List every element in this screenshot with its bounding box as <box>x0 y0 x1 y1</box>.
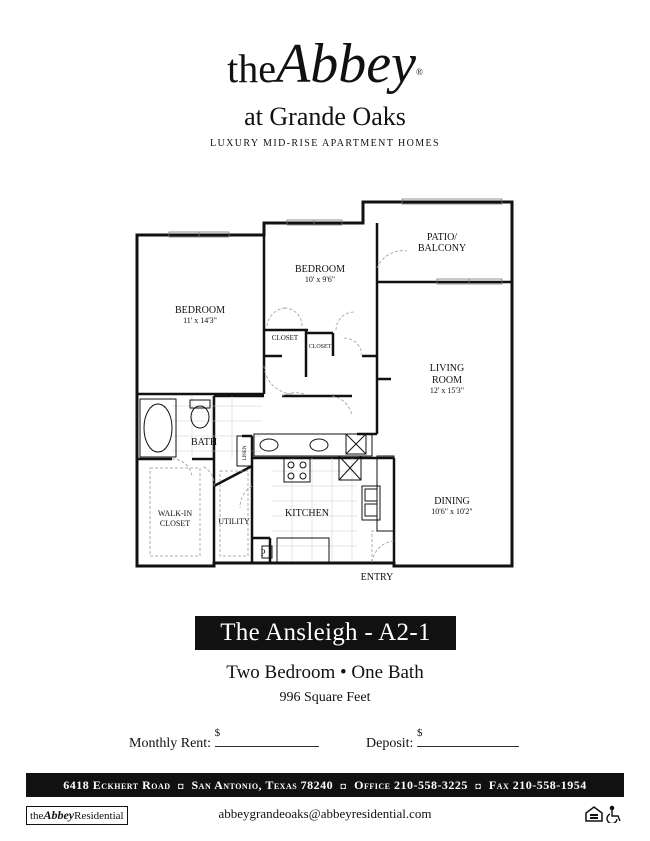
bathtub <box>139 398 177 458</box>
closet-label: CLOSET <box>272 334 299 342</box>
linen-label: LINEN <box>243 445 248 460</box>
deposit-label: Deposit: <box>366 736 414 751</box>
room-name: UTILITY <box>218 517 250 526</box>
email-link[interactable]: abbeygrandeoaks@abbeyresidential.com <box>218 806 432 821</box>
pantry <box>261 545 273 559</box>
toilet-tank <box>189 399 211 409</box>
brand-name: Abbey <box>276 33 416 95</box>
city: San Antonio, Texas 78240 <box>191 778 334 792</box>
vanity <box>253 433 373 457</box>
brand-logo: theAbbey® <box>0 34 650 108</box>
room-name: LIVING <box>430 363 464 374</box>
brand-prefix: the <box>227 46 277 91</box>
room-dims: 12' x 15'3" <box>430 386 464 395</box>
room-name: BALCONY <box>418 243 466 254</box>
brand-subtitle: at Grande Oaks <box>244 102 406 131</box>
toilet-bowl <box>190 405 210 429</box>
room-dims: 11' x 14'3" <box>183 316 217 325</box>
counter <box>376 455 395 532</box>
entry-label: ENTRY <box>361 572 394 583</box>
abbey-residential-logo: theAbbeyResidential <box>26 806 128 825</box>
kitchen-sink <box>361 485 381 521</box>
deposit-blank[interactable]: $ <box>416 727 519 747</box>
room-name: PATIO/ <box>427 232 457 243</box>
door-swings <box>149 250 408 564</box>
room-name: CLOSET <box>160 519 190 528</box>
room-name: BATH <box>191 437 217 448</box>
room-name: BEDROOM <box>295 264 345 275</box>
rent-label: Monthly Rent: <box>129 736 212 751</box>
mini-logo-name: Abbey <box>43 808 75 822</box>
square-feet: 996 Square Feet <box>279 690 371 705</box>
room-labels: BEDROOM 11' x 14'3" BEDROOM 10' x 9'6" P… <box>158 232 473 583</box>
dishwasher <box>276 537 330 564</box>
pantry-label: P <box>260 548 265 558</box>
closet-label: CLOSET <box>309 344 332 350</box>
currency-symbol: $ <box>416 727 423 739</box>
contact-bar: 6418 Eckhert Road ◘ San Antonio, Texas 7… <box>26 773 624 797</box>
plan-description: Two Bedroom • One Bath <box>226 662 424 683</box>
linen-closet <box>236 435 253 467</box>
fixtures <box>139 398 395 564</box>
interior-walls <box>135 200 512 566</box>
sink-left <box>259 438 279 452</box>
monthly-rent-field: Monthly Rent: $ <box>129 727 319 752</box>
plan-title: The Ansleigh - A2-1 <box>195 616 456 650</box>
room-name: DINING <box>434 496 470 507</box>
office-phone[interactable]: Office 210-558-3225 <box>354 778 468 792</box>
washer <box>345 433 367 455</box>
rent-blank[interactable]: $ <box>214 727 319 747</box>
currency-symbol: $ <box>214 727 221 739</box>
room-dims: 10' x 9'6" <box>305 275 335 284</box>
cooktop <box>283 457 311 483</box>
exterior-walls <box>135 200 514 568</box>
room-dims: 10'6" x 10'2" <box>431 507 472 516</box>
windows <box>168 198 503 285</box>
sink-right <box>309 438 329 452</box>
room-name: WALK-IN <box>158 509 192 518</box>
separator: ◘ <box>178 781 184 791</box>
separator: ◘ <box>340 781 347 791</box>
floor-plan: BEDROOM 11' x 14'3" BEDROOM 10' x 9'6" P… <box>135 198 514 583</box>
equal-housing-icon <box>585 806 603 822</box>
room-name: KITCHEN <box>285 508 329 519</box>
brand-tagline: LUXURY MID-RISE APARTMENT HOMES <box>210 138 440 149</box>
registered-mark: ® <box>415 67 423 77</box>
mini-logo-prefix: the <box>30 810 44 822</box>
address: 6418 Eckhert Road <box>63 778 171 792</box>
wheelchair-icon <box>606 805 621 823</box>
fax-number: Fax 210-558-1954 <box>488 778 587 792</box>
mini-logo-suffix: Residential <box>74 810 124 822</box>
fridge <box>338 455 362 481</box>
room-name: BEDROOM <box>175 305 225 316</box>
room-name: ROOM <box>432 375 462 386</box>
compliance-icons <box>585 805 621 823</box>
bathtub-basin <box>143 403 173 453</box>
separator: ◘ <box>475 781 482 791</box>
deposit-field: Deposit: $ <box>366 727 519 752</box>
